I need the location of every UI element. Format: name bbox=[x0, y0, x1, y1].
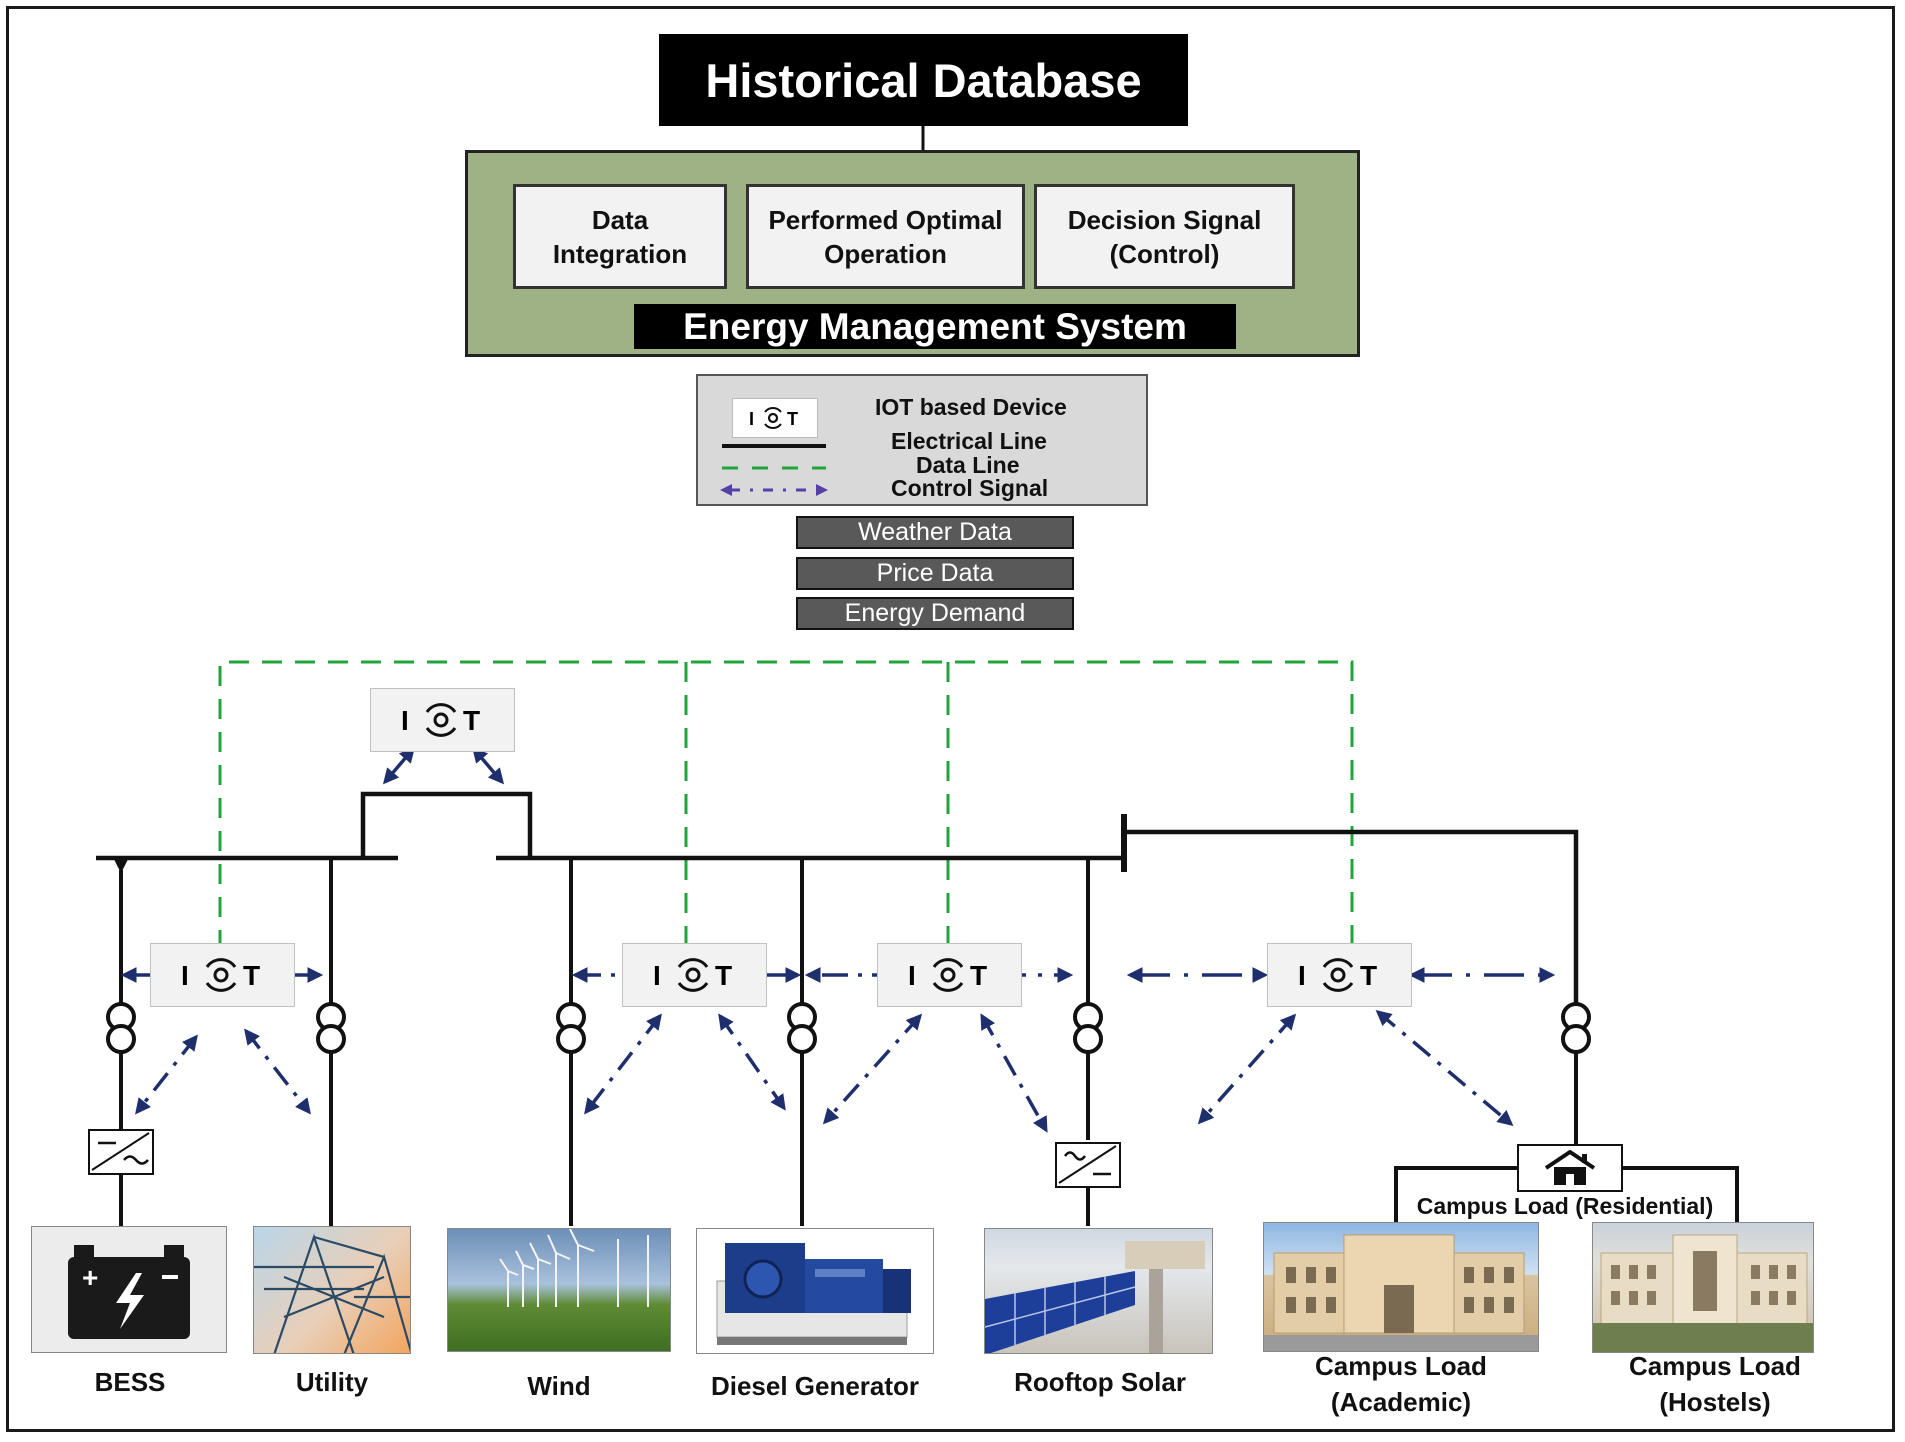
svg-text:I: I bbox=[401, 705, 409, 736]
svg-text:I: I bbox=[181, 960, 189, 991]
bess-label: BESS bbox=[94, 1367, 166, 1397]
utility-label: Utility bbox=[295, 1367, 369, 1397]
diesel-generator-label: Diesel Generator bbox=[710, 1371, 920, 1401]
legend-control-label: Control Signal bbox=[891, 475, 1049, 501]
iot-device-bess-utility: I T bbox=[150, 943, 295, 1007]
residential-load-box bbox=[1517, 1144, 1623, 1192]
diesel-generator-image bbox=[696, 1228, 934, 1354]
ems-title: Energy Management System bbox=[634, 304, 1236, 349]
svg-text:T: T bbox=[787, 409, 798, 429]
iot-logo-icon: I T bbox=[749, 407, 798, 429]
legend-data-label: Data Line bbox=[916, 452, 1020, 478]
iot-device-diesel-solar: I T bbox=[877, 943, 1022, 1007]
diagram-frame bbox=[6, 6, 1895, 1432]
house-icon bbox=[1544, 1150, 1596, 1185]
feeders bbox=[113, 857, 1739, 1226]
ems-function-data-integration: Data Integration bbox=[513, 184, 727, 289]
iot-logo-icon: I T bbox=[908, 958, 987, 992]
iot-device-wind-diesel: I T bbox=[622, 943, 767, 1007]
iot-device-interconnect: I T bbox=[370, 688, 515, 752]
campus-academic-image bbox=[1263, 1222, 1539, 1352]
transmission-tower-icon bbox=[254, 1233, 410, 1353]
residential-load-label: Campus Load (Residential) bbox=[1416, 1193, 1714, 1219]
energy-demand-bar: Energy Demand bbox=[796, 597, 1074, 630]
svg-text:T: T bbox=[243, 960, 260, 991]
bess-inverter-icon bbox=[88, 1129, 154, 1175]
legend-electrical-label: Electrical Line bbox=[891, 428, 1047, 454]
legend-iot-label: IOT based Device bbox=[875, 394, 1067, 420]
svg-text:+: + bbox=[82, 1262, 98, 1293]
iot-logo-icon: I T bbox=[181, 958, 260, 992]
legend: I T IOT based Device Electrical Line Dat… bbox=[696, 374, 1148, 506]
control-signal-arrows bbox=[120, 746, 1556, 1133]
iot-logo-icon: I T bbox=[401, 703, 480, 737]
transformers bbox=[106, 1002, 1591, 1054]
ems-function-decision-signal: Decision Signal (Control) bbox=[1034, 184, 1295, 289]
legend-iot-icon: I T bbox=[732, 398, 818, 438]
electrical-bus bbox=[96, 791, 1579, 1006]
wind-farm-image bbox=[447, 1228, 671, 1352]
generator-icon bbox=[716, 1243, 911, 1345]
svg-text:I: I bbox=[653, 960, 661, 991]
wind-turbine-icon bbox=[499, 1229, 649, 1307]
academic-load-label: Campus Load (Academic) bbox=[1315, 1351, 1487, 1417]
historical-database-box: Historical Database bbox=[659, 34, 1188, 126]
hostel-building-icon bbox=[1593, 1234, 1813, 1352]
svg-text:I: I bbox=[1298, 960, 1306, 991]
iot-device-campus-load: I T bbox=[1267, 943, 1412, 1007]
svg-text:T: T bbox=[970, 960, 987, 991]
solar-inverter-icon bbox=[1055, 1142, 1121, 1188]
wind-label: Wind bbox=[527, 1371, 591, 1401]
bess-battery-image: + bbox=[31, 1226, 227, 1353]
price-data-bar: Price Data bbox=[796, 557, 1074, 590]
campus-hostels-image bbox=[1592, 1222, 1814, 1353]
solar-panel-icon bbox=[985, 1241, 1205, 1353]
rooftop-solar-label: Rooftop Solar bbox=[1014, 1367, 1186, 1397]
academic-building-icon bbox=[1264, 1234, 1538, 1351]
battery-icon: + bbox=[68, 1245, 190, 1339]
weather-data-bar: Weather Data bbox=[796, 516, 1074, 549]
svg-text:T: T bbox=[1360, 960, 1377, 991]
svg-text:T: T bbox=[715, 960, 732, 991]
svg-text:I: I bbox=[749, 409, 754, 429]
data-lines bbox=[218, 660, 1354, 950]
ems-function-optimal-operation: Performed Optimal Operation bbox=[746, 184, 1025, 289]
hostels-load-label: Campus Load (Hostels) bbox=[1629, 1351, 1801, 1417]
legend-line-samples bbox=[720, 444, 828, 496]
iot-logo-icon: I T bbox=[653, 958, 732, 992]
svg-text:I: I bbox=[908, 960, 916, 991]
utility-tower-image bbox=[253, 1226, 411, 1354]
rooftop-solar-image bbox=[984, 1228, 1213, 1354]
svg-text:T: T bbox=[463, 705, 480, 736]
iot-logo-icon: I T bbox=[1298, 958, 1377, 992]
